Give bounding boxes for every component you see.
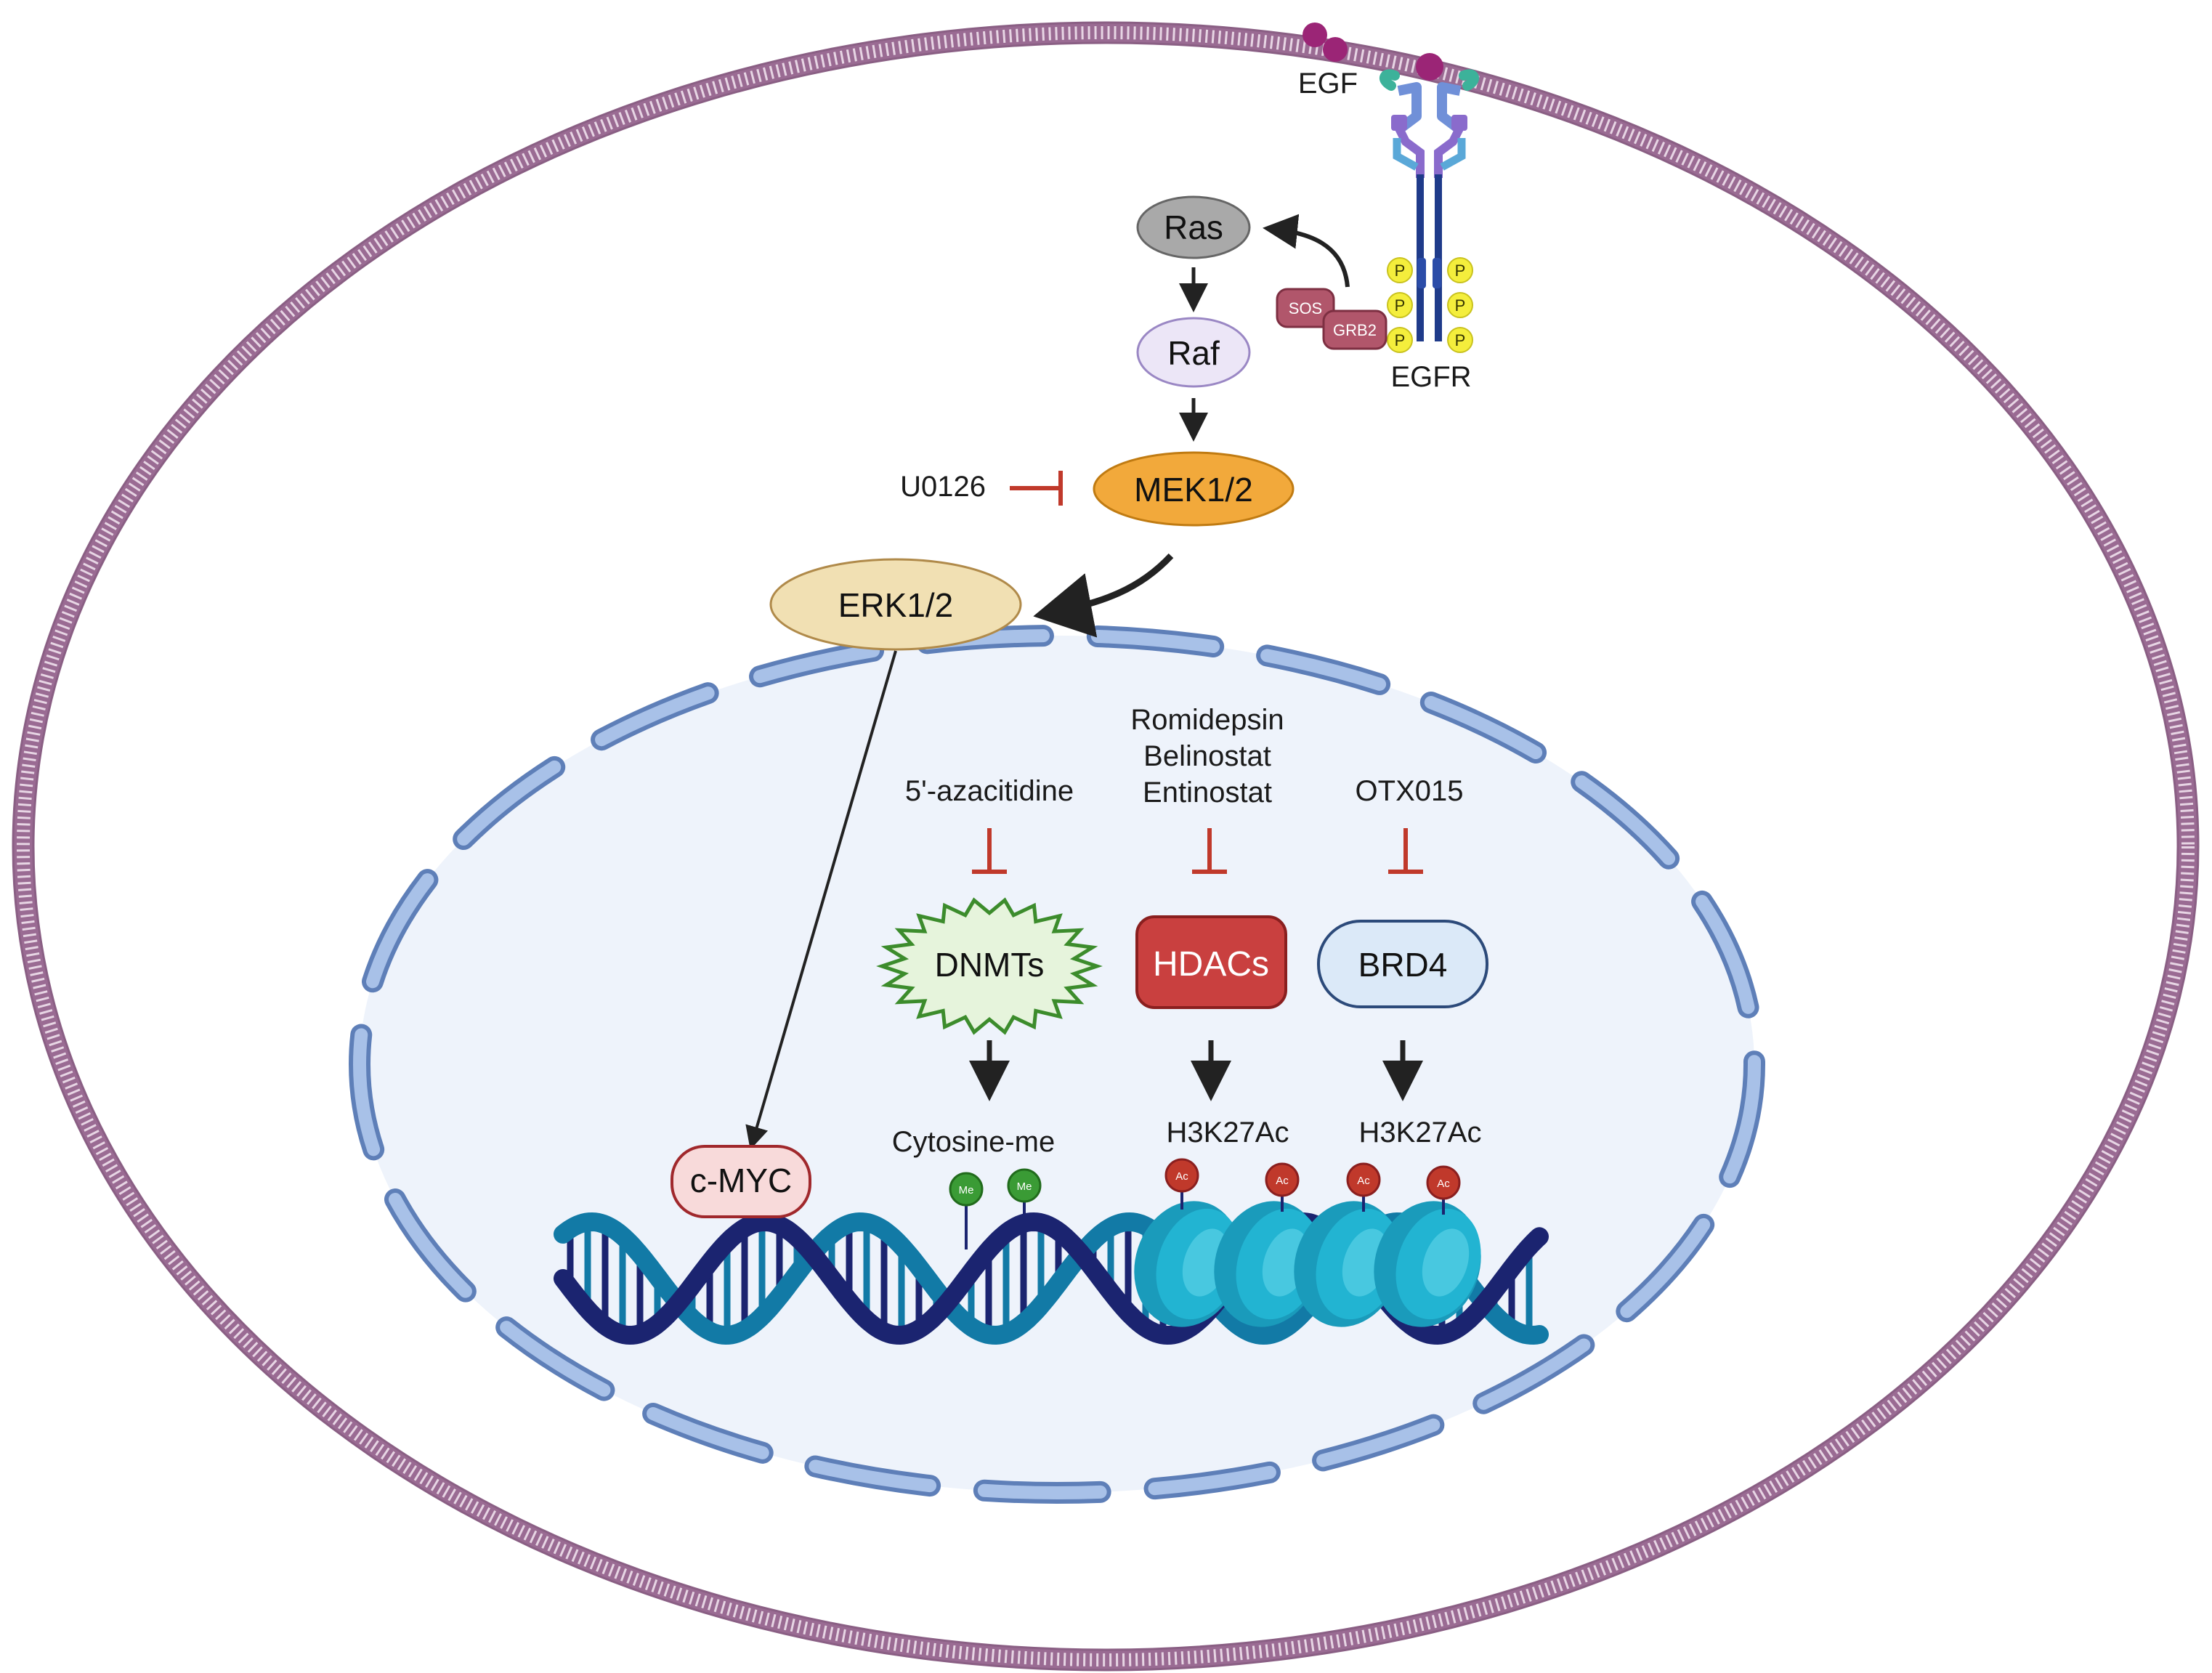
otx015-label: OTX015: [1356, 775, 1464, 807]
svg-text:P: P: [1395, 331, 1406, 349]
svg-text:P: P: [1455, 331, 1466, 349]
arrow-grb2-to-ras: [1263, 214, 1350, 288]
svg-text:Ac: Ac: [1175, 1170, 1188, 1183]
mek-node: MEK1/2: [1093, 451, 1295, 527]
u0126-label: U0126: [900, 471, 986, 503]
arrow-mek-to-erk: [1033, 553, 1174, 638]
svg-text:Ac: Ac: [1357, 1175, 1370, 1187]
belinostat-label: Belinostat: [1143, 740, 1271, 772]
romidepsin-label: Romidepsin: [1130, 704, 1284, 736]
brd4-node: BRD4: [1317, 920, 1488, 1008]
svg-text:P: P: [1395, 262, 1406, 280]
hdac-inhibitors: Romidepsin Belinostat Entinostat: [1130, 704, 1284, 874]
dnmts-label: DNMTs: [935, 946, 1045, 984]
egfr-label: EGFR: [1390, 361, 1471, 393]
cmyc-node: c-MYC: [671, 1145, 811, 1218]
nucleosome: [1374, 1201, 1481, 1327]
svg-text:P: P: [1455, 296, 1466, 315]
raf-label: Raf: [1167, 334, 1220, 372]
raf-node: Raf: [1136, 317, 1251, 388]
hdacs-node: HDACs: [1135, 915, 1287, 1009]
egf-ligand: EGF: [1298, 23, 1358, 100]
svg-text:Me: Me: [1017, 1180, 1032, 1193]
entinostat-label: Entinostat: [1143, 777, 1272, 809]
ras-node: Ras: [1136, 195, 1251, 259]
brd4-label: BRD4: [1358, 946, 1448, 984]
otx015-inhibitor: OTX015: [1356, 775, 1464, 874]
h3k27ac-label-2: H3K27Ac: [1359, 1117, 1482, 1149]
cytosine-me-label: Cytosine-me: [892, 1126, 1056, 1158]
grb2-label: GRB2: [1333, 321, 1377, 339]
hdacs-label: HDACs: [1153, 945, 1269, 984]
svg-text:Me: Me: [959, 1184, 974, 1196]
methyl-tags: Me Me: [949, 1168, 1042, 1249]
erk-label: ERK1/2: [838, 586, 954, 624]
svg-text:Ac: Ac: [1437, 1178, 1450, 1190]
acetyl-tags: Ac Ac Ac Ac: [1164, 1158, 1461, 1215]
azacitidine-inhibitor: 5'-azacitidine: [905, 775, 1074, 874]
phospho-groups: P P P P P P: [1387, 257, 1473, 353]
svg-text:Ac: Ac: [1276, 1175, 1289, 1187]
erk-node: ERK1/2: [769, 558, 1022, 651]
svg-text:P: P: [1455, 262, 1466, 280]
nucleosome: [1294, 1201, 1401, 1327]
arrow-erk-to-cmyc: [745, 650, 897, 1150]
nucleosomes: [1134, 1201, 1481, 1327]
azacitidine-label: 5'-azacitidine: [905, 775, 1074, 807]
mek-label: MEK1/2: [1134, 471, 1253, 509]
ras-label: Ras: [1164, 208, 1223, 246]
nucleus: [349, 625, 1765, 1504]
cmyc-label: c-MYC: [690, 1162, 793, 1199]
h3k27ac-label-1: H3K27Ac: [1167, 1117, 1289, 1149]
svg-text:P: P: [1395, 296, 1406, 315]
egfr-receptor: P P P P P P EGFR: [1380, 53, 1479, 393]
egf-label: EGF: [1298, 68, 1358, 100]
dnmts-node: DNMTs: [876, 897, 1103, 1035]
sos-grb2-complex: SOS GRB2: [1276, 288, 1387, 350]
sos-label: SOS: [1289, 299, 1322, 317]
u0126-inhibitor: U0126: [900, 471, 1063, 506]
cell-membrane: [12, 21, 2200, 1672]
